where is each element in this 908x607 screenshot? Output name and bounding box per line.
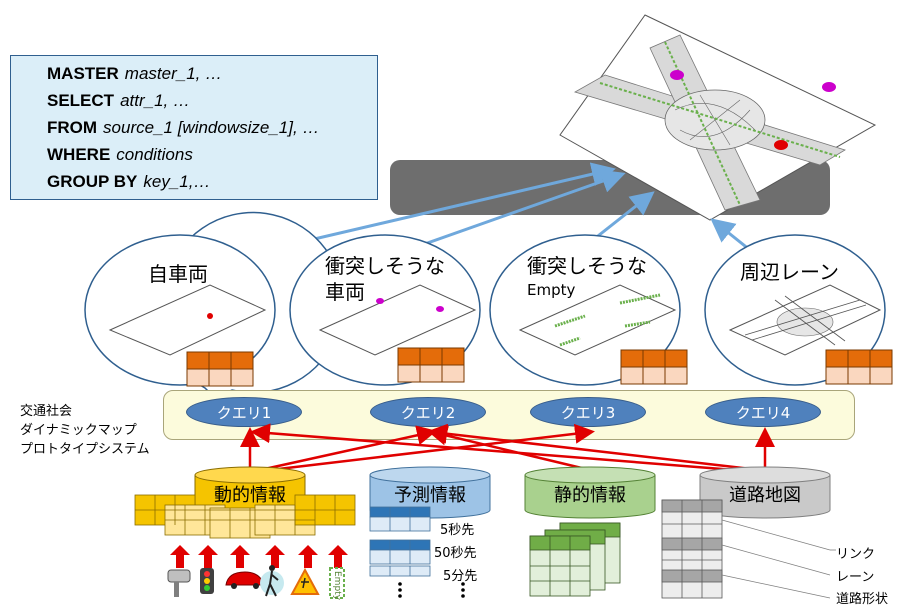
bubble-4-title: 周辺レーン [740,260,839,284]
predict-label-2: 50秒先 [434,546,477,561]
orange-table-4 [825,349,893,385]
orange-table-1 [186,351,254,387]
predict-label-3: 5分先 [443,569,478,584]
bubble-3-title: 衝突しそうな [527,254,647,278]
map-label-shape: 道路形状 [836,592,889,607]
bubble-3-subtitle: Empty [527,281,576,299]
bubble-2-subtitle: 車両 [325,280,365,304]
system-label-3: プロトタイプシステム [20,442,150,457]
predict-label-1: 5秒先 [440,523,475,538]
query-node-4[interactable]: クエリ4 [705,397,821,427]
system-label-1: 交通社会 [20,404,73,419]
db-dynamic-label: 動的情報 [214,485,286,506]
query-node-3[interactable]: クエリ3 [530,397,646,427]
query-node-2[interactable]: クエリ2 [370,397,486,427]
orange-table-3 [620,349,688,385]
orange-table-2 [397,347,465,383]
map-label-lane: レーン [836,570,875,585]
bubble-1-title: 自車両 [148,262,208,286]
db-predict-label: 予測情報 [394,485,466,506]
db-static-label: 静的情報 [554,485,626,506]
map-label-link: リンク [836,547,876,562]
system-label-2: ダイナミックマップ [20,423,137,438]
bubble-3 [489,234,681,386]
db-map-label: 道路地図 [729,485,801,506]
bubble-2-title: 衝突しそうな [325,254,445,278]
empty-sensor-label: Empty [332,571,342,601]
intersection-map [559,14,877,221]
query-node-1[interactable]: クエリ1 [186,397,302,427]
bubble-4 [704,234,886,386]
